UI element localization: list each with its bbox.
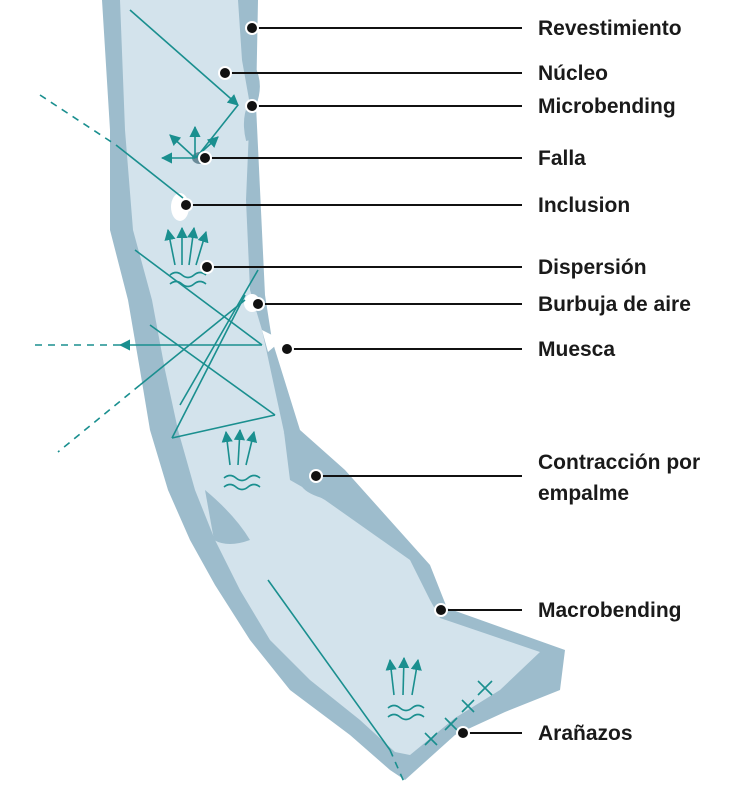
label-contraccion-line2: empalme [538, 482, 629, 505]
label-burbuja: Burbuja de aire [538, 293, 691, 316]
label-revestimiento: Revestimiento [538, 17, 682, 40]
label-falla: Falla [538, 147, 586, 170]
scratches [424, 680, 493, 746]
splice-contraction-lower [205, 490, 250, 544]
leader-lines [186, 27, 522, 734]
scattering-arrows-1 [164, 226, 209, 288]
label-inclusion: Inclusion [538, 194, 630, 217]
label-dispersion: Dispersión [538, 256, 647, 279]
label-nucleo: Núcleo [538, 62, 608, 85]
scattering-arrows-2 [221, 428, 261, 491]
label-muesca: Muesca [538, 338, 615, 361]
leader-dots [179, 21, 470, 740]
fiber-core [120, 0, 540, 755]
defect-scatter-arrows [160, 125, 219, 164]
notch [262, 330, 282, 352]
splice-contraction [283, 432, 345, 503]
label-contraccion-line1: Contracción por [538, 451, 700, 474]
label-microbending: Microbending [538, 95, 676, 118]
label-macrobending: Macrobending [538, 599, 682, 622]
scattering-arrows-3 [385, 656, 425, 721]
light-rays [30, 9, 405, 783]
label-aranazos: Arañazos [538, 722, 633, 745]
